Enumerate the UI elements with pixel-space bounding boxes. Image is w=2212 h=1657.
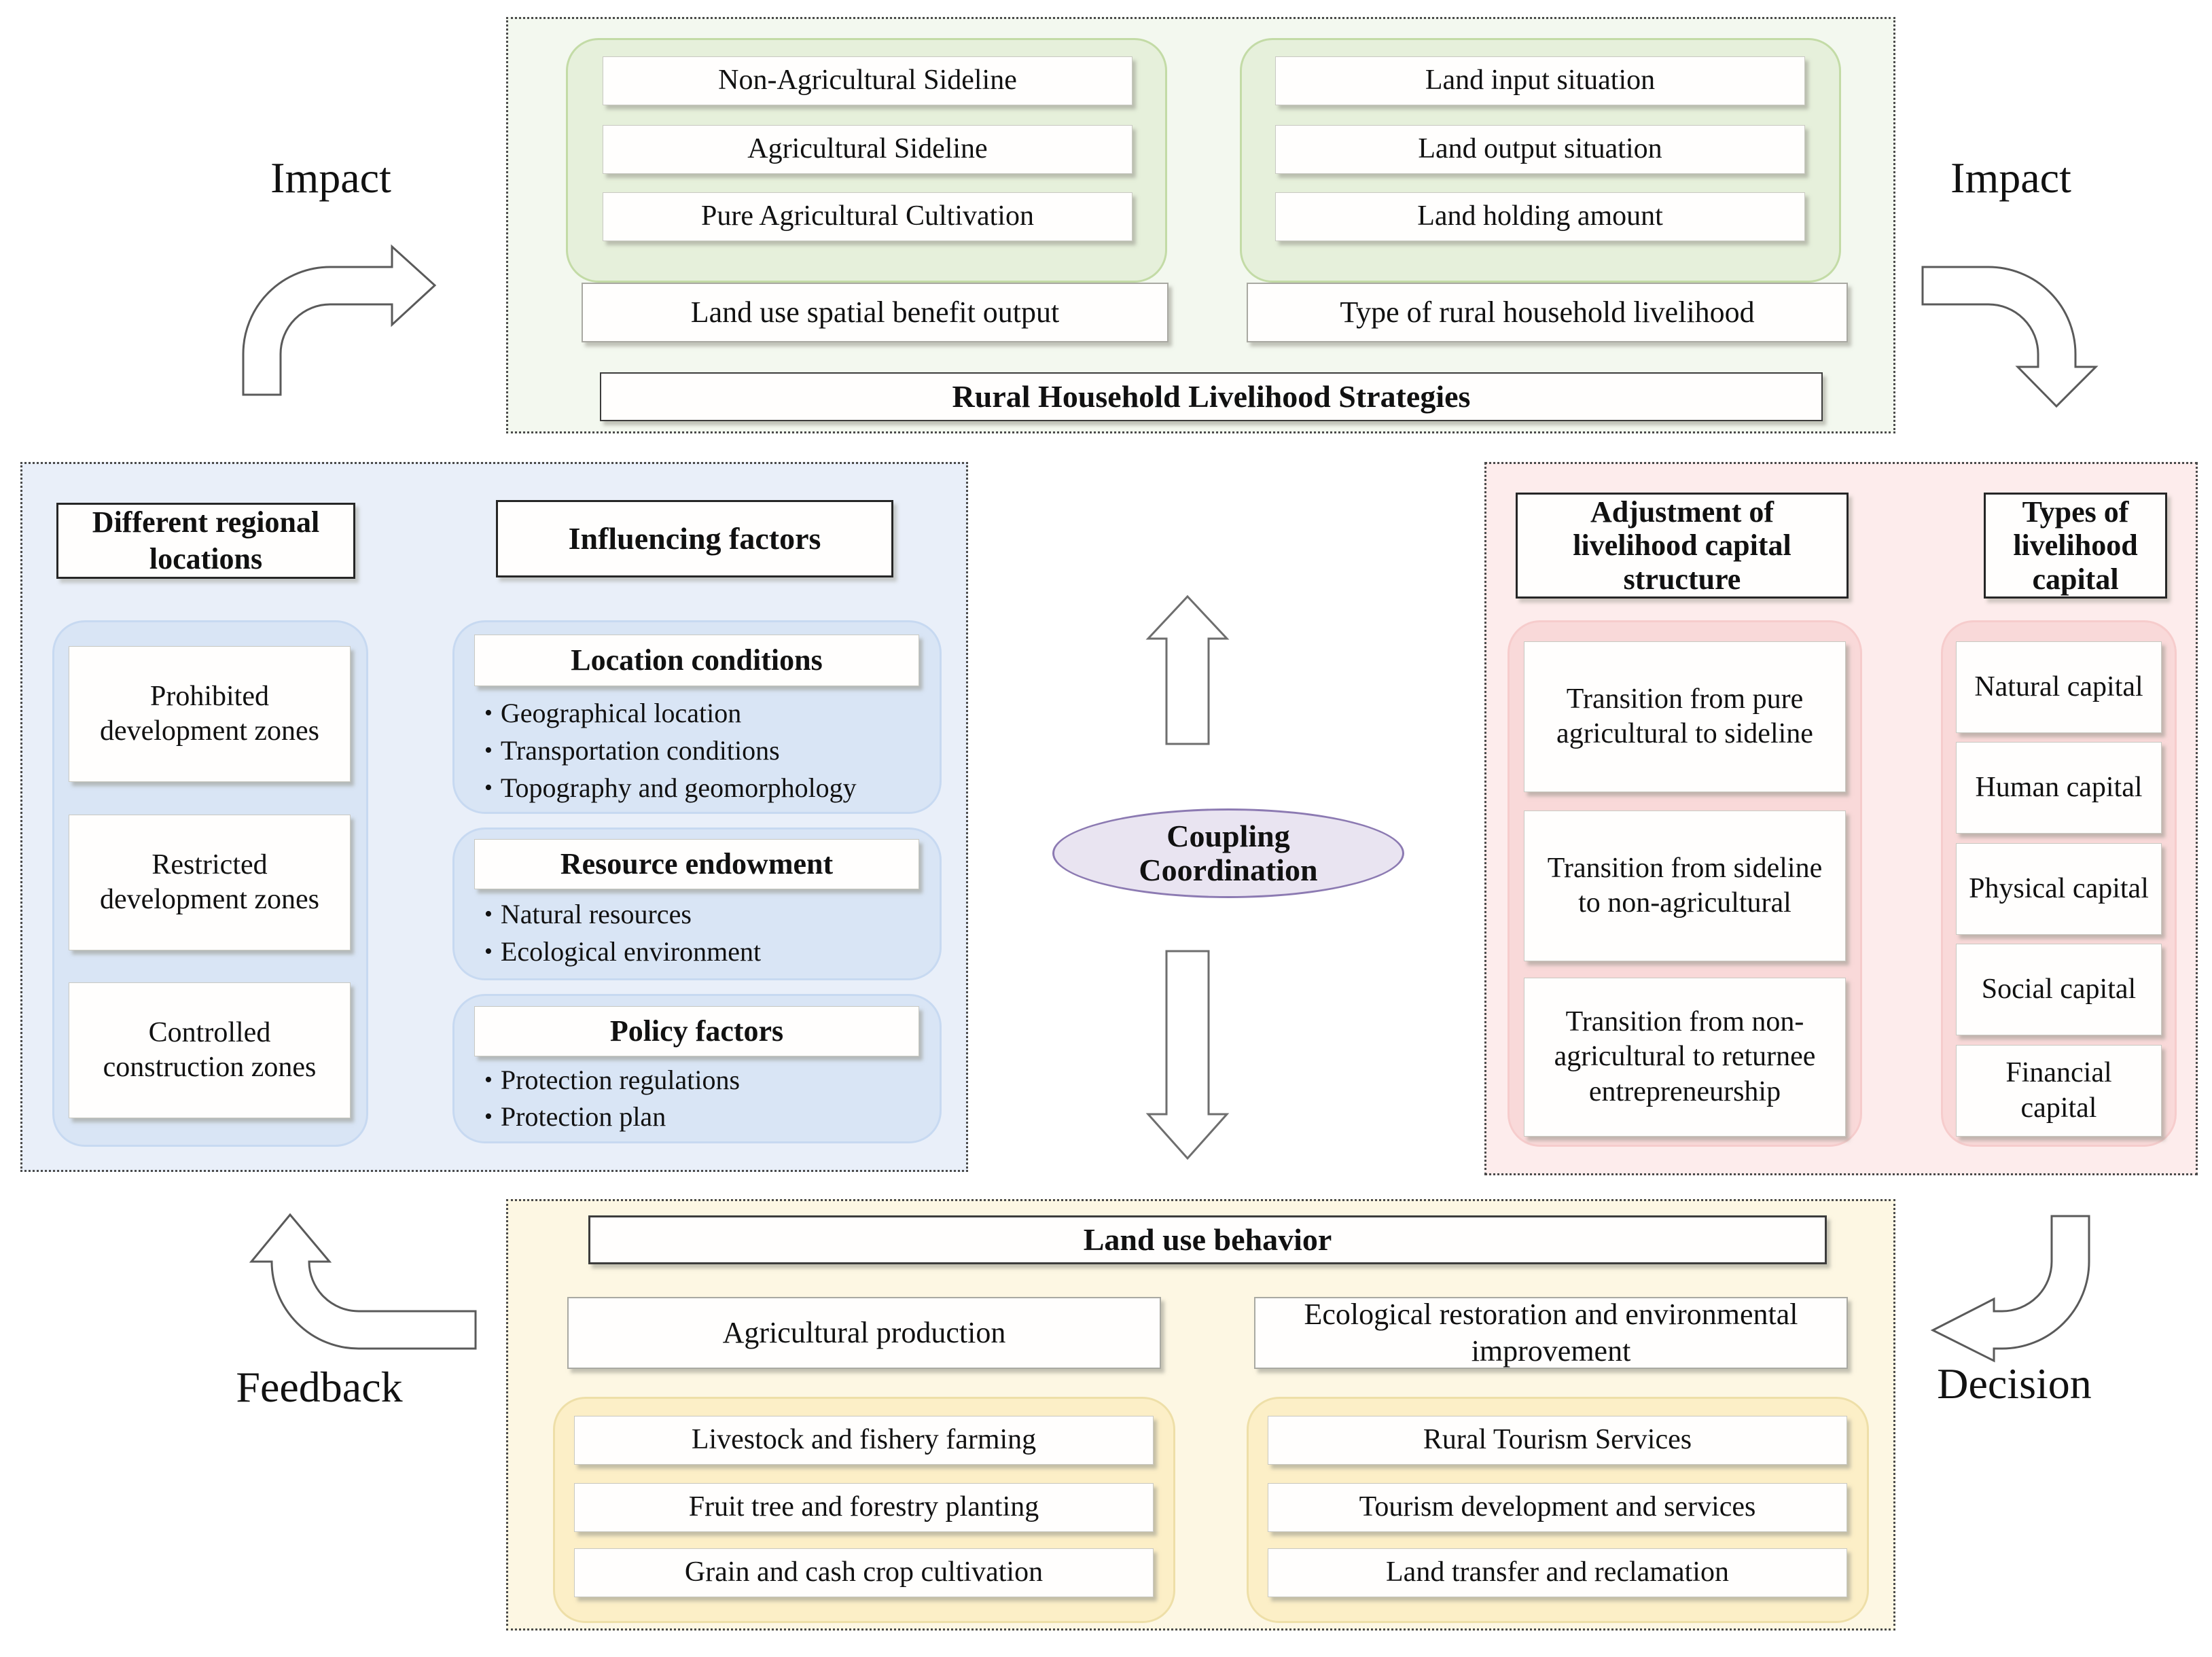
influencing-factors-header: Influencing factors — [496, 500, 893, 577]
land-situation-item: Land output situation — [1275, 125, 1805, 174]
bullet-icon: • — [484, 902, 493, 927]
transition-item: Transition from pure agricultural to sid… — [1524, 641, 1846, 792]
policy-bullet: • Protection plan — [484, 1101, 933, 1133]
bullet-text: Topography and geomorphology — [500, 772, 857, 803]
transition-item: Transition from sideline to non-agricult… — [1524, 810, 1846, 961]
bullet-icon: • — [484, 1104, 493, 1129]
bullet-text: Ecological environment — [500, 936, 762, 967]
location-bullet: • Transportation conditions — [484, 735, 933, 766]
ecological-item: Rural Tourism Services — [1268, 1416, 1847, 1465]
ecological-item: Land transfer and reclamation — [1268, 1548, 1847, 1597]
livelihood-type-item: Agricultural Sideline — [603, 125, 1132, 174]
location-bullet: • Geographical location — [484, 698, 933, 729]
zone-item: Prohibited development zones — [69, 646, 351, 782]
location-conditions-header: Location conditions — [474, 635, 919, 686]
influencing-factors-panel: Different regional locations Influencing… — [20, 462, 968, 1172]
household-livelihood-type-box: Type of rural household livelihood — [1247, 283, 1848, 342]
impact-left-curved-arrow-icon — [242, 244, 437, 396]
impact-left-label: Impact — [270, 154, 391, 202]
bullet-icon: • — [484, 700, 493, 726]
adjustment-header: Adjustment of livelihood capital structu… — [1516, 493, 1849, 599]
livelihood-capital-panel: Adjustment of livelihood capital structu… — [1484, 462, 2198, 1175]
decision-label: Decision — [1937, 1359, 2092, 1408]
agricultural-item: Grain and cash crop cultivation — [574, 1548, 1154, 1597]
agricultural-item: Livestock and fishery farming — [574, 1416, 1154, 1465]
impact-right-label: Impact — [1950, 154, 2071, 202]
livelihood-type-item: Pure Agricultural Cultivation — [603, 192, 1132, 241]
ecological-item: Tourism development and services — [1268, 1483, 1847, 1532]
regional-locations-header: Different regional locations — [56, 503, 355, 579]
capital-item: Physical capital — [1956, 843, 2162, 935]
land-situation-item: Land input situation — [1275, 56, 1805, 105]
agricultural-production-header: Agricultural production — [567, 1297, 1161, 1369]
land-use-benefit-box: Land use spatial benefit output — [582, 283, 1169, 342]
land-use-behavior-title: Land use behavior — [588, 1215, 1827, 1264]
resource-bullet: • Ecological environment — [484, 936, 933, 967]
agricultural-item: Fruit tree and forestry planting — [574, 1483, 1154, 1532]
location-bullet: • Topography and geomorphology — [484, 772, 946, 804]
capital-item: Social capital — [1956, 944, 2162, 1035]
feedback-label: Feedback — [236, 1363, 403, 1411]
policy-bullet: • Protection regulations — [484, 1065, 933, 1096]
land-use-behavior-panel: Land use behavior Agricultural productio… — [506, 1199, 1895, 1631]
resource-bullet: • Natural resources — [484, 899, 933, 930]
bullet-text: Geographical location — [500, 698, 742, 728]
bullet-icon: • — [484, 738, 493, 763]
bullet-text: Natural resources — [500, 899, 692, 929]
zone-item: Restricted development zones — [69, 815, 351, 950]
impact-right-curved-arrow-icon — [1921, 266, 2099, 408]
coupling-down-arrow-icon — [1145, 950, 1230, 1160]
bullet-text: Protection plan — [500, 1101, 666, 1132]
livelihood-strategies-panel: Non-Agricultural Sideline Agricultural S… — [506, 17, 1895, 433]
resource-endowment-header: Resource endowment — [474, 839, 919, 889]
capital-item: Financial capital — [1956, 1045, 2162, 1137]
coupling-up-arrow-icon — [1145, 594, 1230, 745]
bullet-icon: • — [484, 939, 493, 964]
transition-item: Transition from non-agricultural to retu… — [1524, 978, 1846, 1137]
ecological-restoration-header: Ecological restoration and environmental… — [1254, 1297, 1848, 1369]
bullet-text: Protection regulations — [500, 1065, 741, 1095]
bullet-icon: • — [484, 775, 493, 800]
land-situation-item: Land holding amount — [1275, 192, 1805, 241]
bullet-icon: • — [484, 1067, 493, 1092]
capital-item: Natural capital — [1956, 641, 2162, 733]
livelihood-type-item: Non-Agricultural Sideline — [603, 56, 1132, 105]
coupling-coordination-ellipse: Coupling Coordination — [1052, 808, 1404, 898]
strategies-title-box: Rural Household Livelihood Strategies — [600, 372, 1823, 421]
feedback-curved-arrow-icon — [249, 1213, 477, 1350]
decision-curved-arrow-icon — [1930, 1215, 2090, 1363]
capital-item: Human capital — [1956, 742, 2162, 834]
bullet-text: Transportation conditions — [500, 735, 780, 766]
policy-factors-header: Policy factors — [474, 1006, 919, 1056]
capital-types-header: Types of livelihood capital — [1984, 493, 2167, 599]
zone-item: Controlled construction zones — [69, 982, 351, 1118]
